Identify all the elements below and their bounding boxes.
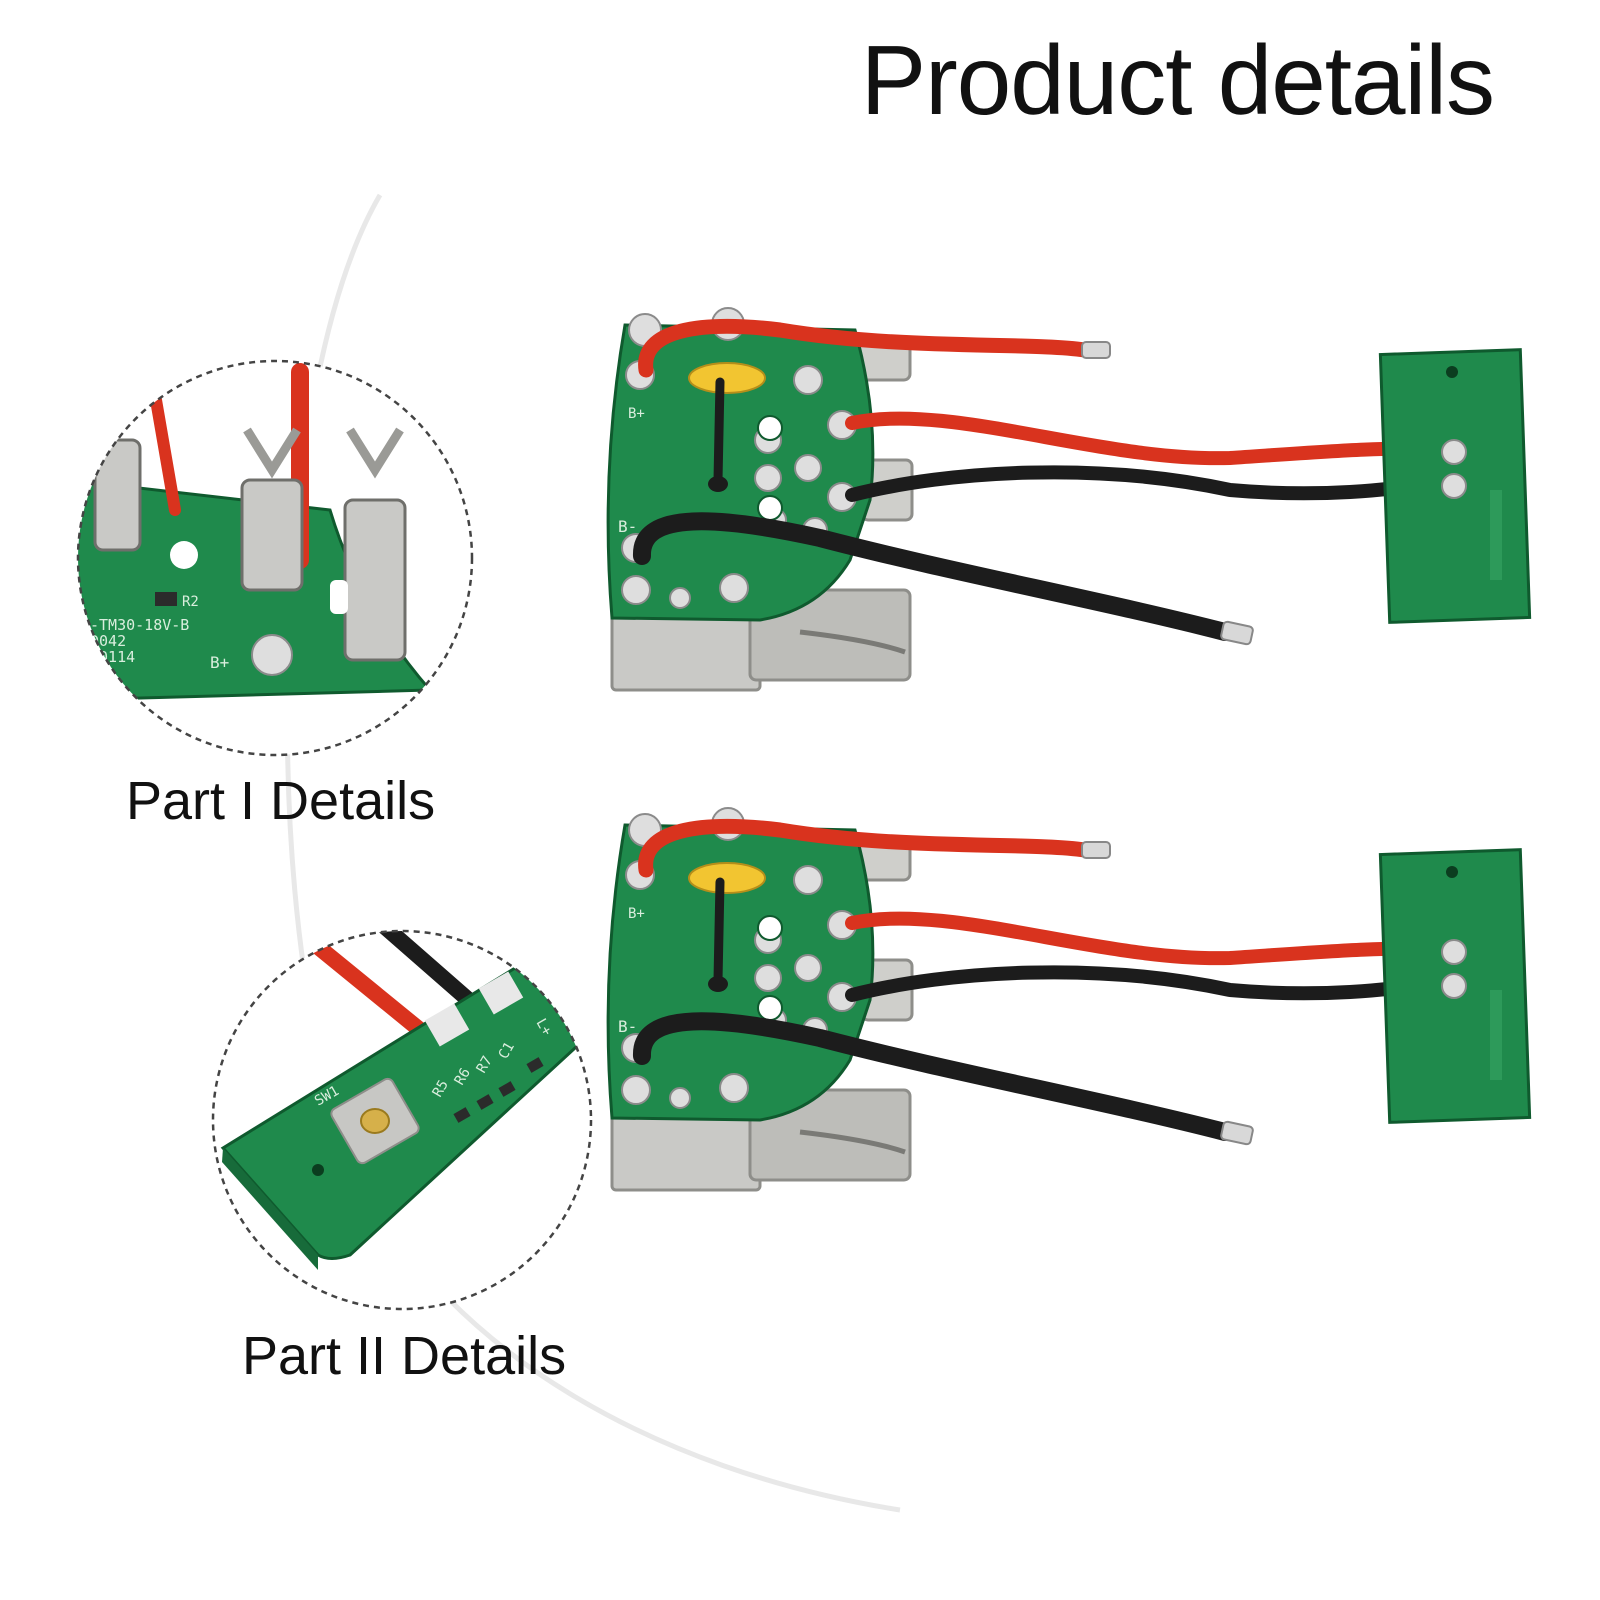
silk-l-plus: L+ [533, 1016, 555, 1039]
silk-r2: R2 [182, 594, 199, 610]
part-one-callout-border [76, 359, 474, 757]
silk-b-plus: B+ [210, 653, 229, 672]
page-title: Product details [860, 25, 1495, 135]
silk-code-a: D042 [90, 632, 126, 650]
silk-model: -TM30-18V-B [90, 616, 189, 634]
silk-r5: R5 [430, 1077, 452, 1100]
part-two-caption: Part II Details [242, 1326, 567, 1386]
part-one-closeup: R2 -TM30-18V-B D042 10114 B+ [78, 361, 472, 755]
part-two-callout-border [211, 929, 593, 1311]
silk-code-b: 10114 [90, 648, 135, 666]
top-product-image [608, 308, 1530, 690]
part-one-caption: Part I Details [126, 771, 436, 831]
bottom-product-image [608, 808, 1530, 1190]
silk-c1: C1 [496, 1039, 518, 1062]
silk-r7: R7 [474, 1053, 496, 1076]
silk-r6: R6 [452, 1065, 474, 1088]
part-two-closeup: SW1 R5 R6 R7 C1 L+ [213, 931, 591, 1309]
